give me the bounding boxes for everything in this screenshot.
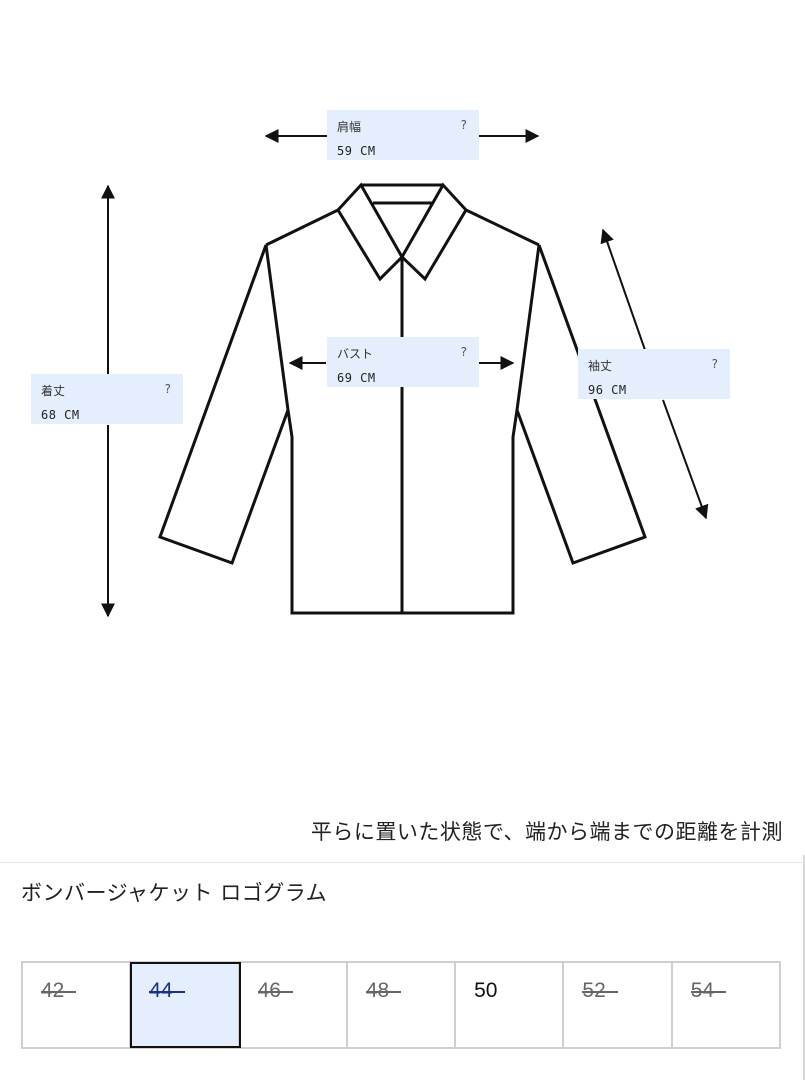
size-label: 46: [257, 979, 294, 1002]
size-label: 54: [690, 979, 727, 1002]
size-option[interactable]: 46: [239, 963, 348, 1047]
help-icon[interactable]: ?: [460, 345, 467, 359]
bust-measure-box: バスト ? 69 CM: [327, 337, 479, 387]
jacket-measurement-diagram: [101, 129, 709, 618]
jacket-outline: [158, 182, 647, 615]
sleeve-value: 96 CM: [588, 383, 627, 397]
size-label: 42: [41, 979, 77, 1002]
size-option[interactable]: 52: [564, 963, 673, 1047]
size-label: 48: [365, 979, 402, 1002]
product-title: ボンバージャケット ロゴグラム: [21, 881, 328, 905]
sleeve-label: 袖丈: [588, 359, 613, 373]
help-icon[interactable]: ?: [711, 357, 718, 371]
size-label: 50: [474, 979, 498, 1002]
bust-label: バスト: [337, 347, 374, 361]
help-icon[interactable]: ?: [460, 118, 467, 132]
measurement-arrows: [101, 129, 709, 618]
shoulder-label: 肩幅: [337, 120, 362, 134]
size-label: 44: [149, 979, 186, 1002]
length-value: 68 CM: [41, 408, 80, 422]
size-selector: 42 44 46 48 50 52 54: [21, 961, 781, 1049]
size-label: 52: [582, 979, 619, 1002]
section-divider: [0, 862, 805, 863]
length-label: 着丈: [41, 384, 66, 398]
shoulder-measure-box: 肩幅 ? 59 CM: [327, 110, 479, 160]
sleeve-measure-box: 袖丈 ? 96 CM: [578, 349, 730, 399]
length-measure-box: 着丈 ? 68 CM: [31, 374, 183, 424]
size-option[interactable]: 50: [456, 963, 565, 1047]
page-right-border: [803, 855, 805, 1080]
size-option[interactable]: 54: [672, 963, 781, 1047]
shoulder-value: 59 CM: [337, 144, 376, 158]
measurement-note: 平らに置いた状態で、端から端までの距離を計測: [310, 820, 783, 844]
size-option[interactable]: 48: [347, 963, 457, 1047]
size-option[interactable]: 42: [23, 963, 132, 1047]
help-icon[interactable]: ?: [164, 382, 171, 396]
size-option[interactable]: 44: [130, 962, 241, 1048]
bust-value: 69 CM: [337, 371, 376, 385]
